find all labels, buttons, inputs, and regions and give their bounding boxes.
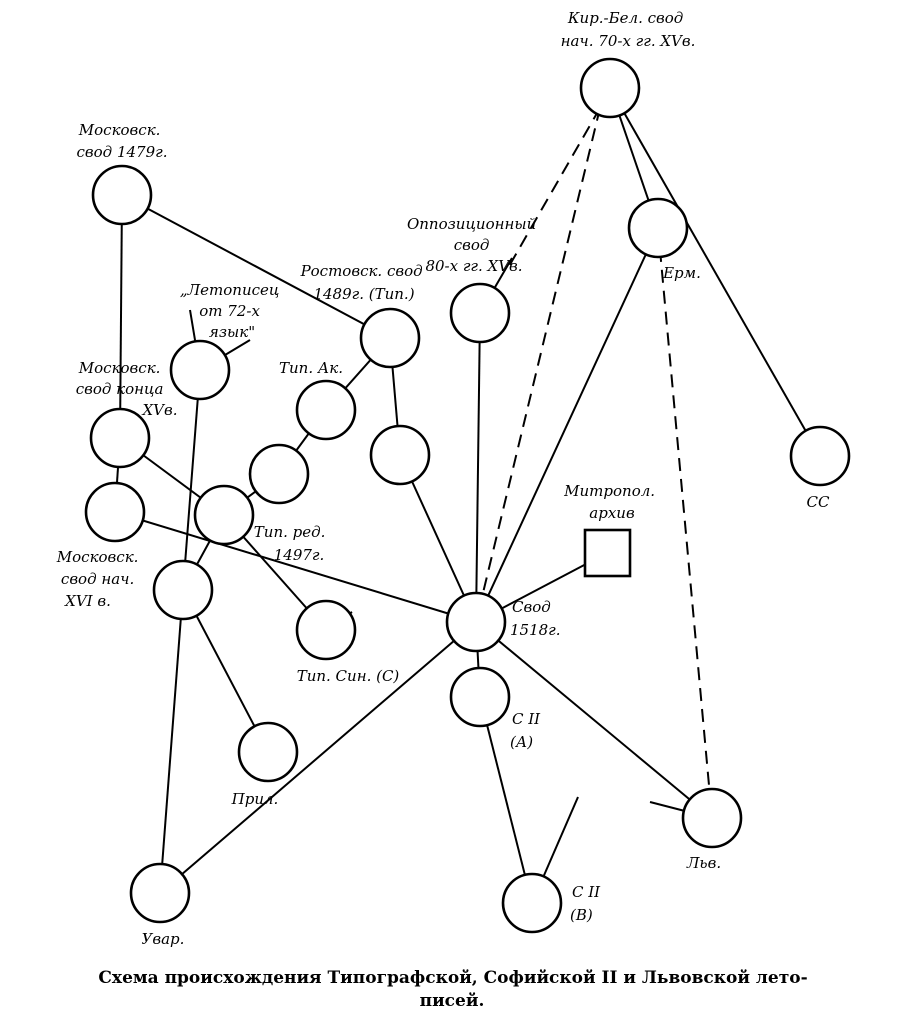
label-s2a: С II (А) [510,710,545,751]
label-rost: Ростовск. свод 1489г. (Тип.) [300,262,428,303]
edge-mosknach-svod1518 [114,511,477,623]
node-moskovsk-svod-1479 [91,164,153,226]
node-erm [627,197,689,259]
node-unlabeled-400 [369,424,431,486]
edge-mosk1479-moskkonca [119,194,123,439]
node-mitropol-arhiv [583,528,632,578]
node-svod-1518 [445,591,507,653]
diagram-caption: Схема происхождения Типографской, Софийс… [98,968,813,1011]
edge-letop-n183 [182,369,201,591]
edge-n400-svod1518 [399,454,477,623]
edge-erm-lv-dashed [657,227,713,819]
edge-uvar-svod1518 [159,621,477,894]
edge-s2a-s2v [479,696,533,904]
label-letop: „Летописец от 72-х язык" [180,281,284,341]
node-unlabeled-279 [248,443,310,505]
label-mitr: Митропол. архив [563,482,660,522]
edge-n183-uvar [159,589,184,894]
node-moskovsk-svod-konca [89,407,151,469]
nodes [84,57,851,934]
node-tip-ak [295,379,357,441]
label-cc: СС [807,493,830,511]
node-rostovsk-svod [359,307,421,369]
label-uvar: Увар. [142,930,185,948]
label-tip-sin: Тип. Син. (С) [297,667,400,685]
node-kir-bel-svod [579,57,641,119]
label-tip-ak: Тип. Ак. [279,359,343,377]
edge-kirbel-opp-dashed [507,107,601,269]
edge-svod1518-lv [475,621,713,819]
node-uvar [129,862,191,924]
node-lv [681,787,743,849]
node-s2-v [501,872,563,934]
node-tip-sin [295,599,357,661]
edge-opp-svod1518 [475,312,481,623]
label-pril: Прил. [231,790,279,808]
label-tip-red: Тип. ред. 1497г. [254,523,330,564]
label-s2v: С II (В) [570,883,605,924]
node-pril [237,721,299,783]
label-mosk-nach: Московск. свод нач. XVI в. [56,548,143,610]
node-letopisec-72 [169,339,231,401]
labels: Кир.-Бел. свод нач. 70-х гг. XVв. Москов… [56,9,830,948]
edge-kirbel-cc [609,87,821,457]
node-moskovsk-svod-nach [84,481,146,543]
label-mosk-1479: Московск. свод 1479г. [77,121,168,161]
edge-kirbel-svod1518-dashed [475,107,601,623]
label-kir-bel: Кир.-Бел. свод нач. 70-х гг. XVв. [561,9,696,50]
node-opp-svod [449,282,511,344]
node-unlabeled-183 [152,559,214,621]
label-mosk-konca: Московск. свод конца XVв. [76,359,178,419]
label-erm: Ерм. [662,264,701,282]
node-s2-a [449,666,511,728]
label-svod-1518: Свод 1518г. [510,598,561,639]
node-tip-red-1497 [193,484,255,546]
label-opp: Оппозиционный свод 80-х гг. XVв. [407,215,541,275]
edge-n183-pril [182,589,269,753]
edge-erm-svod1518 [475,227,659,623]
edge-mosk1479-rost [121,194,391,339]
label-lv: Льв. [686,854,721,872]
node-cc [789,425,851,487]
